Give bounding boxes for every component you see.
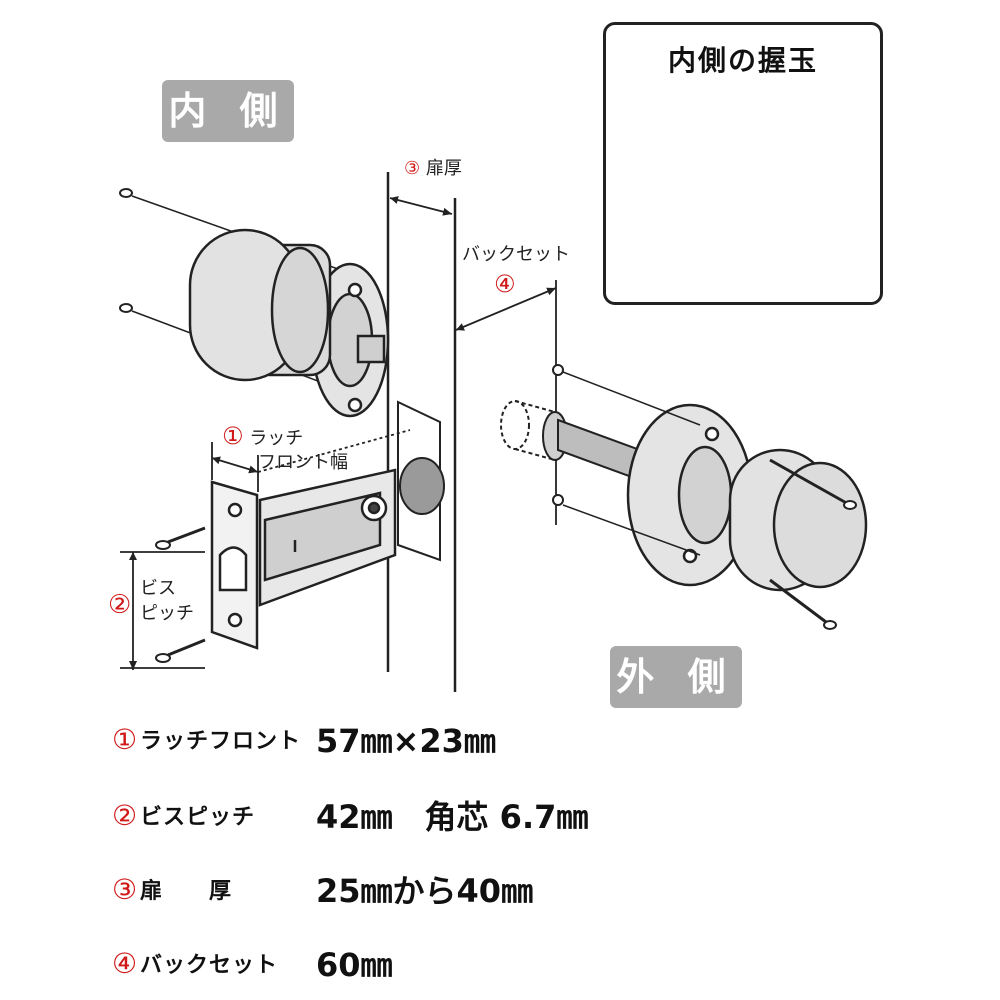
spec-value: 60㎜ (316, 946, 393, 984)
spec-row-door-thickness: ③ 扉 厚 25㎜から40㎜ (112, 866, 533, 916)
spec-name: ラッチフロント (140, 729, 302, 754)
spec-name: ビスピッチ (140, 805, 256, 830)
screw-pitch-label-2: ピッチ (140, 603, 194, 625)
strike-plate (397, 400, 445, 562)
backset-number: ④ (494, 270, 516, 298)
latch-screws (155, 526, 206, 663)
spindle (500, 400, 641, 482)
screw-pitch-line2: ピッチ (140, 603, 194, 624)
spec-name: バックセット (140, 953, 279, 978)
inset-title: 内側の握玉 (667, 44, 818, 77)
inside-knob (188, 228, 390, 418)
spec-number: ③ (112, 872, 138, 906)
outside-knob (626, 403, 868, 592)
spec-name: 扉 厚 (140, 879, 233, 904)
screw-pitch-number-label: ② (108, 590, 131, 620)
backset-label: バックセット (462, 244, 570, 266)
latch-assembly (210, 468, 397, 650)
spec-number: ④ (112, 946, 138, 980)
spec-row-screw-pitch: ② ビスピッチ 42㎜ 角芯 6.7㎜ (112, 792, 588, 842)
latch-front-width-number: ① (222, 422, 244, 450)
inset-panel: 内側の握玉 (603, 22, 883, 305)
latch-front-width-label-2: フロント幅 (258, 452, 348, 474)
latch-front-width-line2: フロント幅 (258, 452, 348, 473)
door-thickness-text: 扉厚 (425, 158, 462, 179)
outside-screws (552, 364, 857, 630)
latch-front-width-label: ① ラッチ (222, 422, 304, 450)
inside-label: 内 側 (162, 80, 294, 142)
spec-value: 25㎜から40㎜ (316, 872, 534, 910)
door-panel (386, 172, 457, 692)
screw-pitch-label: ビス (140, 578, 176, 600)
spec-number: ① (112, 722, 138, 756)
backset-number-label: ④ (494, 270, 516, 298)
spec-value: 57㎜×23㎜ (316, 722, 496, 760)
outside-label: 外 側 (610, 646, 742, 708)
latch-front-width-line1: ラッチ (249, 428, 304, 449)
door-thickness-number: ③ (404, 158, 421, 179)
spec-row-latch-front: ① ラッチフロント 57㎜×23㎜ (112, 716, 496, 766)
spec-value: 42㎜ 角芯 6.7㎜ (316, 798, 589, 836)
spec-number: ② (112, 798, 138, 832)
screw-pitch-line1: ビス (140, 578, 176, 599)
dimension-lines (120, 196, 557, 670)
screw-pitch-number: ② (108, 590, 132, 620)
door-thickness-label: ③ 扉厚 (404, 158, 462, 180)
spec-row-backset: ④ バックセット 60㎜ (112, 940, 393, 990)
backset-text: バックセット (462, 244, 570, 265)
